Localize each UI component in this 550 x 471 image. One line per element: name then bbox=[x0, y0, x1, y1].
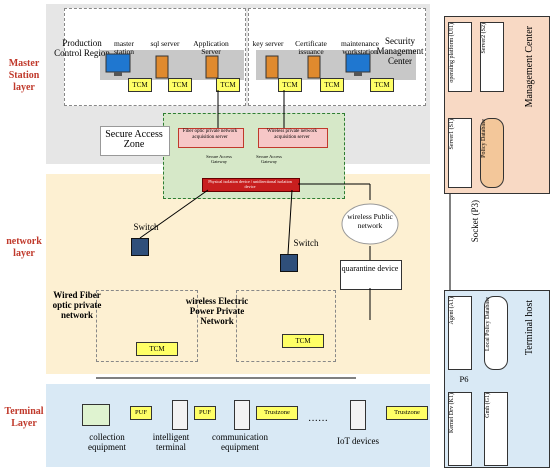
gmh-box: Gmh (G1) bbox=[484, 392, 508, 466]
socket-link-box: Socket (P3) bbox=[470, 200, 486, 280]
collection-device-icon bbox=[82, 404, 110, 426]
production-region-label: Production Control Region bbox=[54, 38, 110, 58]
terminal-host-title: Terminal host bbox=[524, 300, 544, 380]
policy-db-label: Policy Database bbox=[481, 119, 487, 158]
iot-device-icon bbox=[350, 400, 366, 430]
server-icon bbox=[307, 55, 321, 79]
kernel-box: Kernel Drv (K1) bbox=[448, 392, 472, 466]
network-layer-label: network layer bbox=[6, 236, 42, 259]
tcm-network-1: TCM bbox=[136, 342, 178, 356]
server-icon bbox=[155, 55, 169, 79]
management-center-title: Management Center bbox=[524, 26, 544, 146]
master-node-icons bbox=[105, 53, 371, 79]
terminal-layer-label: Terminal Layer bbox=[4, 406, 44, 429]
isolation-device-label: Physical isolation device / unidirection… bbox=[208, 179, 292, 189]
secure-zone-title: Secure Access Zone bbox=[105, 129, 163, 150]
local-policy-box: Local Policy Database bbox=[484, 296, 508, 370]
quarantine-label: quarantine device bbox=[341, 264, 399, 273]
node-application-server: Application Server bbox=[193, 39, 229, 56]
management-center-label: Management Center bbox=[524, 26, 535, 108]
communication-label: communication equipment bbox=[212, 432, 268, 452]
p6-label: P6 bbox=[459, 374, 469, 384]
intelligent-label: intelligent terminal bbox=[152, 432, 190, 452]
wireless-server-box bbox=[258, 128, 328, 148]
puf-chip-1: PUF bbox=[130, 406, 152, 420]
switch-left-label: Switch bbox=[133, 222, 159, 232]
tcm-master-4: TCM bbox=[278, 78, 302, 92]
node-certificate-issuance: Certificate issuance bbox=[295, 39, 327, 56]
iot-label: IoT devices bbox=[336, 436, 380, 446]
fiber-server-label: Fiber optic private network acquisition … bbox=[182, 129, 238, 140]
gateway-right-label: Secure Access Gateway bbox=[256, 154, 282, 164]
switch-icon bbox=[131, 238, 149, 256]
cloud-icon bbox=[341, 203, 399, 245]
agent-label: Agent (A1) bbox=[449, 297, 455, 325]
trustzone-chip-2: Trustzone bbox=[386, 406, 428, 420]
fiber-server-box bbox=[178, 128, 244, 148]
master-layer-label: Master Station layer bbox=[8, 58, 40, 93]
agent-box: Agent (A1) bbox=[448, 296, 472, 370]
security-rack bbox=[256, 50, 416, 80]
gmh-label: Gmh (G1) bbox=[485, 393, 491, 418]
node-key-server: key server bbox=[252, 39, 284, 48]
switch-right-label: Switch bbox=[293, 238, 319, 248]
tcm-master-6: TCM bbox=[370, 78, 394, 92]
tcm-network-2: TCM bbox=[282, 334, 324, 348]
intelligent-device-icon bbox=[172, 400, 188, 430]
trustzone-chip-1: Trustzone bbox=[256, 406, 298, 420]
puf-chip-2: PUF bbox=[194, 406, 216, 420]
platform-label: operating platform (UI1) bbox=[449, 23, 455, 83]
wired-network-box bbox=[96, 290, 198, 362]
collection-label: collection equipment bbox=[88, 432, 126, 452]
secure-zone-title-box bbox=[100, 126, 170, 156]
server2-box: Server2 (S2) bbox=[480, 22, 504, 92]
dots-label: ······ bbox=[308, 416, 328, 427]
tcm-master-1: TCM bbox=[128, 78, 152, 92]
policy-db-box: Policy Database bbox=[480, 118, 504, 188]
tcm-master-5: TCM bbox=[320, 78, 344, 92]
switch-icon bbox=[280, 254, 298, 272]
node-maintenance-workstation: maintenance workstation bbox=[341, 39, 379, 56]
isolation-device-box bbox=[202, 178, 300, 192]
wireless-network-box bbox=[236, 290, 336, 362]
wired-network-label: Wired Fiber optic private network bbox=[52, 290, 102, 320]
server2-label: Server2 (S2) bbox=[481, 23, 487, 54]
quarantine-box bbox=[340, 260, 402, 290]
socket-link-label: Socket (P3) bbox=[470, 200, 480, 243]
node-sql-server: sql server bbox=[150, 39, 180, 48]
wireless-network-label: wireless Electric Power Private Network bbox=[185, 296, 249, 326]
server1-box: Server1 (S1) bbox=[448, 118, 472, 188]
security-center-label: Security Management Center bbox=[376, 36, 424, 66]
local-policy-label: Local Policy Database bbox=[485, 297, 491, 351]
communication-device-icon bbox=[234, 400, 250, 430]
server-icon bbox=[205, 55, 219, 79]
tcm-master-2: TCM bbox=[168, 78, 192, 92]
wireless-server-label: Wireless private network acquisition ser… bbox=[266, 129, 318, 140]
platform-box: operating platform (UI1) bbox=[448, 22, 472, 92]
tcm-master-3: TCM bbox=[216, 78, 240, 92]
terminal-host-label: Terminal host bbox=[524, 300, 535, 356]
kernel-drv-label: Kernel Drv (K1) bbox=[449, 393, 455, 433]
node-master-station: master station bbox=[114, 39, 134, 56]
server1-label: Server1 (S1) bbox=[449, 119, 455, 150]
public-network-label: wireless Public network bbox=[347, 212, 393, 230]
server-icon bbox=[265, 55, 279, 79]
gateway-left-label: Secure Access Gateway bbox=[206, 154, 232, 164]
